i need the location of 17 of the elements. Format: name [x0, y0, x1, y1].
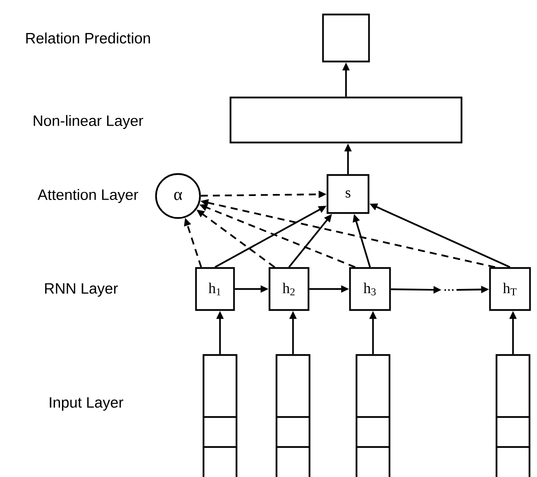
- layer-box: [230, 96, 462, 144]
- layer-label: Attention Layer: [38, 189, 138, 203]
- output-box: [322, 14, 370, 62]
- input-vector: [356, 354, 390, 477]
- input-vector: [202, 354, 238, 477]
- sum-box: s: [326, 174, 370, 214]
- layer-label: Relation Prediction: [26, 32, 150, 44]
- input-vector: [496, 354, 530, 477]
- ellipsis-text: ...: [444, 289, 454, 291]
- input-vector: [276, 354, 310, 477]
- layer-label: Non-linear Layer: [34, 115, 144, 129]
- hidden-state-box: h$_{T}$: [489, 267, 531, 311]
- hidden-state-box: h$_{1}$: [195, 267, 235, 311]
- layer-label: Input Layer: [50, 397, 124, 411]
- hidden-state-box: h$_{3}$: [349, 267, 391, 311]
- layer-label: RNN Layer: [45, 283, 118, 297]
- hidden-state-box: h$_{2}$: [268, 267, 310, 311]
